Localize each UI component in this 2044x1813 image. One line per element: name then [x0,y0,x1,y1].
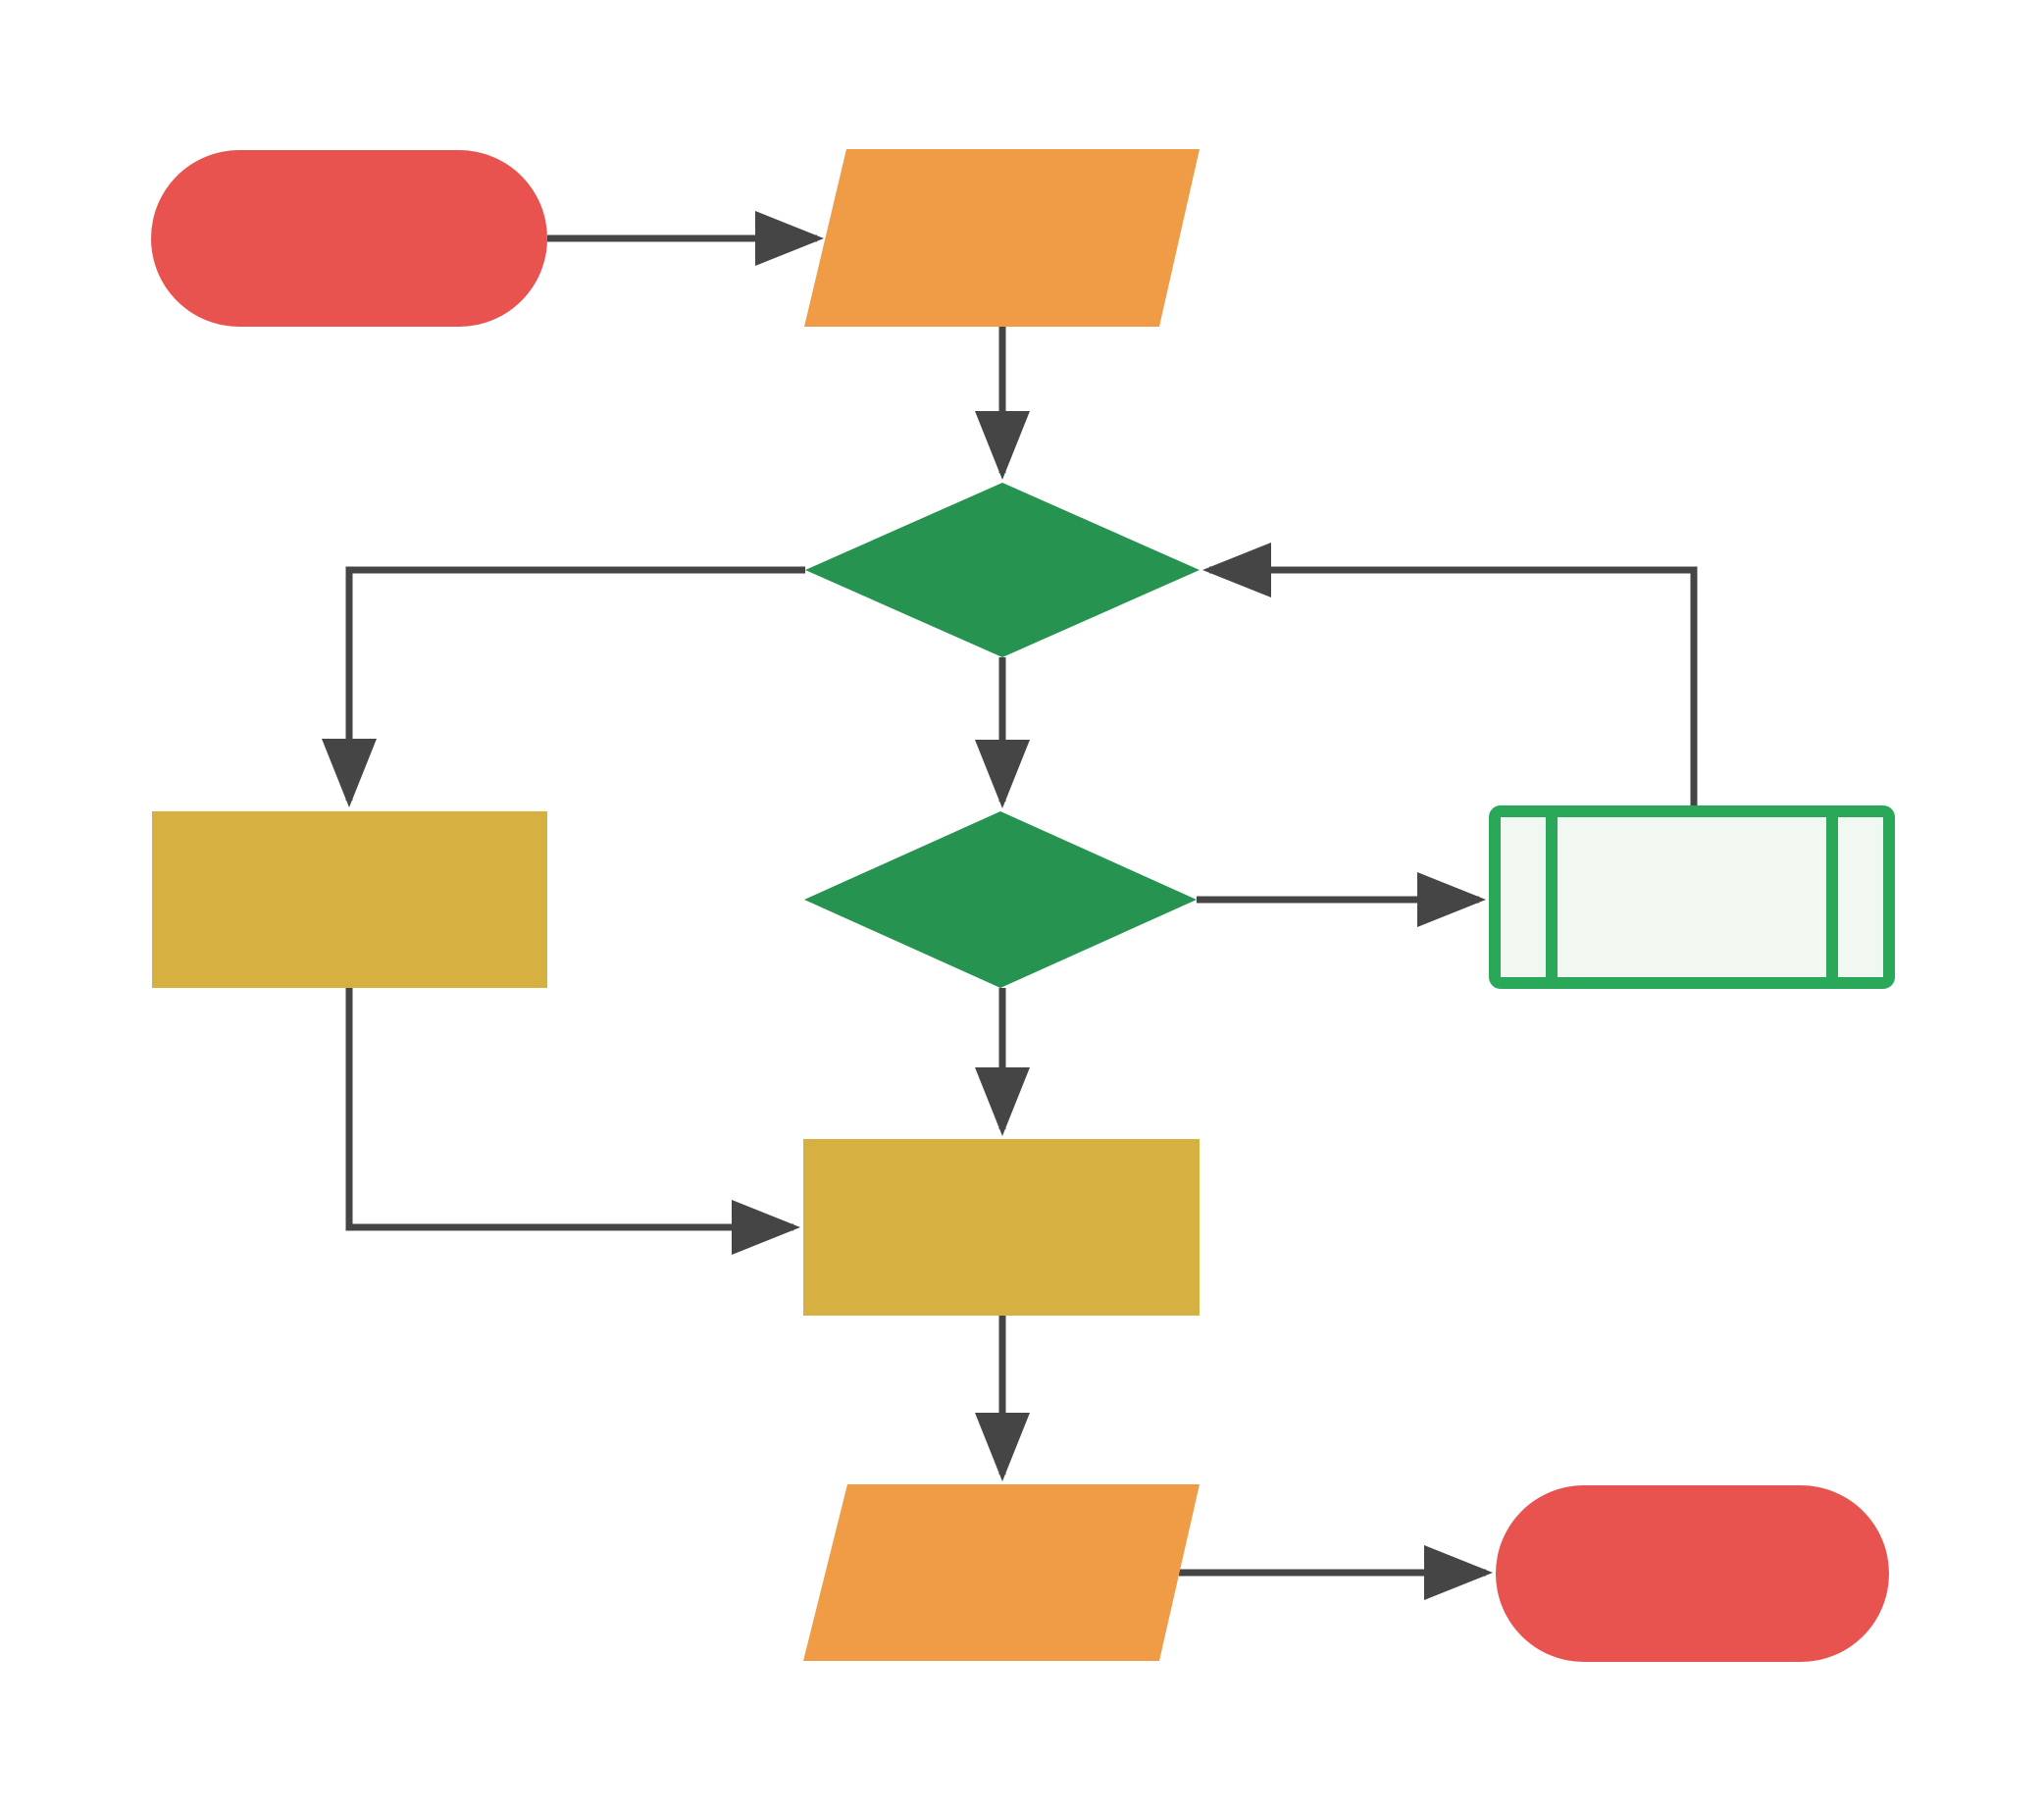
end-terminator[interactable] [1496,1485,1889,1662]
input-parallelogram[interactable] [804,149,1200,327]
process-rectangle-center[interactable] [803,1139,1200,1316]
edge-decision1-to-process-left [322,566,805,807]
process-rectangle-left[interactable] [152,811,547,988]
edge-predefined-loopback-to-decision1 [1202,543,1698,805]
predefined-process-box[interactable] [1489,805,1895,989]
edge-process-left-to-process-center [345,988,800,1255]
node-layer [151,149,1895,1662]
edge-process-left-to-process-center-line [345,988,800,1255]
edge-layer [322,211,1698,1600]
output-parallelogram[interactable] [803,1484,1200,1661]
edge-decision1-to-process-left-line [322,566,805,807]
start-terminator[interactable] [151,150,547,327]
decision-diamond-primary[interactable] [805,483,1200,657]
decision-diamond-secondary[interactable] [804,811,1197,988]
edge-predefined-loopback-to-decision1-line [1202,543,1698,805]
